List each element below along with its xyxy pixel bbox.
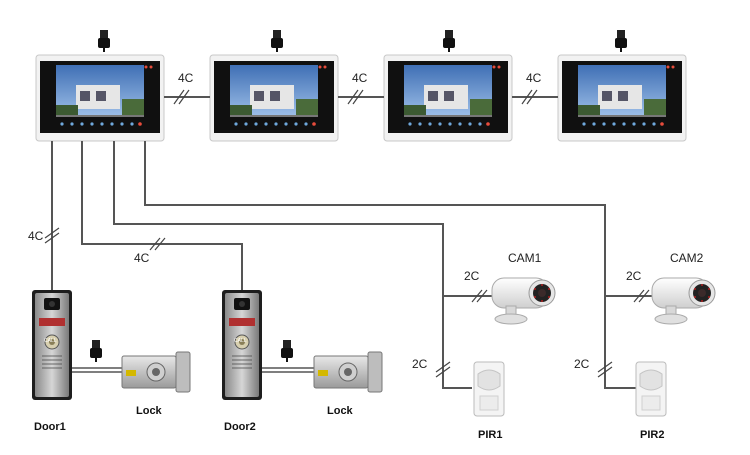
power-adapter-icon bbox=[97, 29, 111, 53]
wire-label-cam1: 2C bbox=[464, 269, 480, 283]
power-adapter-icon bbox=[270, 29, 284, 53]
wire-label-monitor-link-3: 4C bbox=[526, 71, 542, 85]
call-button-label-1: CALL bbox=[44, 338, 57, 344]
indoor-monitor-4 bbox=[557, 54, 687, 142]
door-station-2 bbox=[221, 289, 263, 401]
indoor-monitor-3 bbox=[383, 54, 513, 142]
camera-1 bbox=[491, 277, 556, 325]
wire-label-monitor-link-2: 4C bbox=[352, 71, 368, 85]
camera-2 bbox=[651, 277, 716, 325]
label-pir2: PIR2 bbox=[640, 429, 664, 441]
label-cam2: CAM2 bbox=[670, 251, 704, 265]
pir-sensor-1 bbox=[473, 361, 505, 417]
lock-wires bbox=[72, 367, 314, 373]
monitor-link-wires bbox=[164, 89, 558, 105]
call-button-label-2: CALL bbox=[234, 338, 247, 344]
wire-label-cam2: 2C bbox=[626, 269, 642, 283]
label-lock2: Lock bbox=[327, 405, 354, 417]
label-cam1: CAM1 bbox=[508, 251, 542, 265]
electric-lock-1 bbox=[121, 351, 191, 393]
power-adapter-icon bbox=[442, 29, 456, 53]
pir-sensor-2 bbox=[635, 361, 667, 417]
wire-label-pir2: 2C bbox=[574, 357, 590, 371]
label-pir1: PIR1 bbox=[478, 429, 502, 441]
wire-label-pir1: 2C bbox=[412, 357, 428, 371]
wire-label-door1: 4C bbox=[28, 229, 44, 243]
label-door1: Door1 bbox=[34, 421, 66, 433]
indoor-monitor-1 bbox=[35, 54, 165, 142]
wire-label-door2: 4C bbox=[134, 251, 150, 265]
power-adapter-icon bbox=[614, 29, 628, 53]
wire-label-monitor-link-1: 4C bbox=[178, 71, 194, 85]
power-adapter-icon bbox=[89, 339, 103, 363]
door-station-1 bbox=[31, 289, 73, 401]
device-wires bbox=[44, 141, 660, 389]
indoor-monitor-2 bbox=[209, 54, 339, 142]
power-adapter-icon bbox=[280, 339, 294, 363]
label-door2: Door2 bbox=[224, 421, 256, 433]
electric-lock-2 bbox=[313, 351, 383, 393]
label-lock1: Lock bbox=[136, 405, 163, 417]
